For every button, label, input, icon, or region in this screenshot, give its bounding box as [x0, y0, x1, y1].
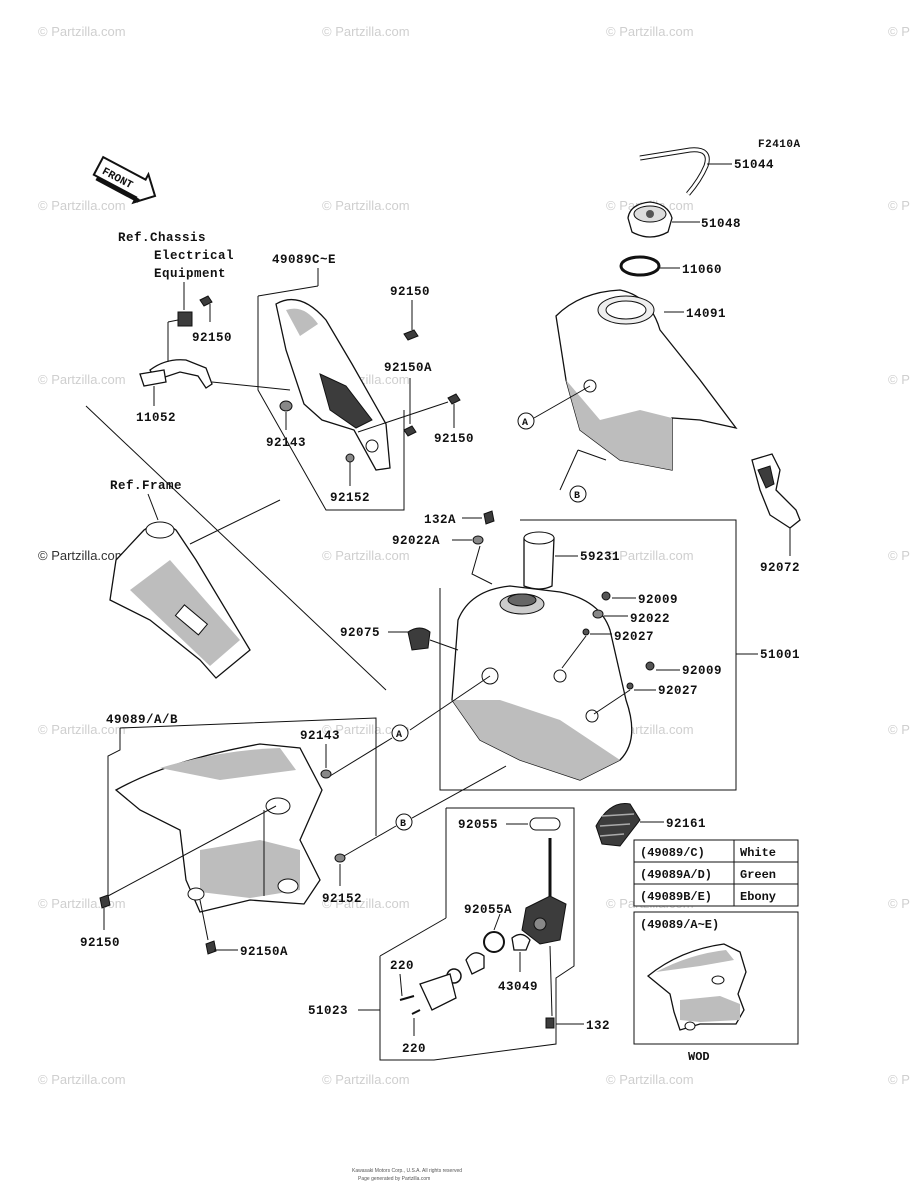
shroud-outer-group: 49089/A/B 92143 92152 92150 92150A	[80, 713, 397, 959]
svg-text:11052: 11052	[136, 411, 176, 425]
svg-text:92075: 92075	[340, 626, 380, 640]
color-name: Green	[740, 868, 776, 882]
watermark: © Partzilla.com	[322, 548, 410, 563]
svg-text:51001: 51001	[760, 648, 800, 662]
svg-text:92152: 92152	[330, 491, 370, 505]
fuel-cock-group: 92055 132 92055A 43049 220 220 51023	[308, 807, 610, 1061]
ref-chassis: Ref.Chassis Electrical Equipment 92150	[118, 231, 234, 345]
fuel-cap: 51048	[627, 201, 741, 238]
svg-text:Ref.Frame: Ref.Frame	[110, 479, 182, 493]
svg-text:132A: 132A	[424, 513, 456, 527]
callout-b-top: B	[559, 449, 607, 503]
svg-text:92150: 92150	[192, 331, 232, 345]
wod-box: (49089/A~E) WOD	[633, 911, 799, 1064]
svg-text:B: B	[400, 819, 407, 830]
svg-text:92152: 92152	[322, 892, 362, 906]
breather-hose: 51044	[639, 147, 774, 196]
part-label: 92072	[760, 561, 800, 575]
watermark: © Partzilla.com	[38, 372, 126, 387]
shroud-inner-group: 49089C~E 92150 92150A 92150 92143 92152	[257, 253, 474, 511]
tank-pad: 92161	[595, 802, 706, 847]
part-label: 14091	[686, 307, 726, 321]
svg-text:49089C~E: 49089C~E	[272, 253, 336, 267]
svg-text:92022A: 92022A	[392, 534, 440, 548]
callout-a-bottom: A	[391, 675, 491, 742]
svg-text:132: 132	[586, 1019, 610, 1033]
ref-frame: Ref.Frame	[85, 405, 387, 691]
watermark: © P	[888, 1072, 910, 1087]
color-table: (49089/C) White (49089A/D) Green (49089B…	[633, 839, 799, 907]
filler-neck: 59231	[523, 531, 620, 590]
svg-text:92150: 92150	[434, 432, 474, 446]
watermark: © Partzilla.com	[38, 548, 126, 563]
watermark: © Partzilla.com	[322, 24, 410, 39]
copyright-footer: Kawasaki Motors Corp., U.S.A. All rights…	[352, 1168, 462, 1174]
svg-text:92143: 92143	[266, 436, 306, 450]
color-name: Ebony	[740, 890, 776, 904]
cap-gasket: 11060	[619, 255, 722, 277]
figure-code: F2410A	[758, 139, 801, 151]
svg-text:59231: 59231	[580, 550, 620, 564]
svg-text:A: A	[522, 418, 529, 429]
svg-text:92150: 92150	[80, 936, 120, 950]
svg-text:Electrical: Electrical	[154, 249, 234, 263]
watermark: © P	[888, 24, 910, 39]
watermark: © Partzilla.com	[322, 198, 410, 213]
svg-text:92009: 92009	[682, 664, 722, 678]
color-code: (49089/C)	[640, 846, 705, 860]
copyright-footer: Page generated by Partzilla.com	[358, 1176, 430, 1182]
watermark: © Partzilla.com	[322, 1072, 410, 1087]
tank-bracket: 11052	[136, 319, 291, 425]
color-code: (49089A/D)	[640, 868, 712, 882]
watermark: © Partzilla.com	[606, 548, 694, 563]
svg-text:220: 220	[402, 1042, 426, 1056]
svg-text:92150: 92150	[390, 285, 430, 299]
tank-cover: 14091	[555, 289, 738, 471]
watermark: © Partzilla.com	[606, 24, 694, 39]
svg-text:92055: 92055	[458, 818, 498, 832]
watermark: © P	[888, 548, 910, 563]
svg-text:Equipment: Equipment	[154, 267, 226, 281]
svg-text:92009: 92009	[638, 593, 678, 607]
svg-text:92027: 92027	[658, 684, 698, 698]
watermark: © P	[888, 198, 910, 213]
svg-text:92150A: 92150A	[384, 361, 432, 375]
watermark: © P	[888, 722, 910, 737]
svg-text:49089/A/B: 49089/A/B	[106, 713, 178, 727]
rubber-strap: 92072	[751, 453, 801, 575]
svg-text:92161: 92161	[666, 817, 706, 831]
svg-text:220: 220	[390, 959, 414, 973]
svg-text:92055A: 92055A	[464, 903, 512, 917]
watermark: © P	[888, 896, 910, 911]
watermark: © Partzilla.com	[38, 896, 126, 911]
tank-fasteners: 132A 92022A 92009 92022 92027 92009 9202…	[340, 510, 722, 715]
svg-text:92143: 92143	[300, 729, 340, 743]
svg-text:92150A: 92150A	[240, 945, 288, 959]
svg-text:43049: 43049	[498, 980, 538, 994]
svg-text:B: B	[574, 491, 581, 502]
watermark: © Partzilla.com	[606, 1072, 694, 1087]
watermark: © Partzilla.com	[38, 198, 126, 213]
watermark: © Partzilla.com	[322, 896, 410, 911]
watermark: © Partzilla.com	[322, 722, 410, 737]
svg-text:92022: 92022	[630, 612, 670, 626]
part-label: 51048	[701, 217, 741, 231]
watermark: © Partzilla.com	[38, 1072, 126, 1087]
watermark: © Partzilla.com	[38, 722, 126, 737]
watermark: © Partzilla.com	[38, 24, 126, 39]
wod-caption: WOD	[688, 1050, 710, 1064]
svg-text:92027: 92027	[614, 630, 654, 644]
svg-text:A: A	[396, 730, 403, 741]
svg-text:(49089/A~E): (49089/A~E)	[640, 918, 719, 932]
callout-a-top: A	[517, 385, 591, 430]
watermark: © P	[888, 372, 910, 387]
color-name: White	[740, 846, 776, 860]
part-label: 11060	[682, 263, 722, 277]
color-code: (49089B/E)	[640, 890, 712, 904]
svg-text:51023: 51023	[308, 1004, 348, 1018]
callout-b-bottom: B	[395, 765, 507, 831]
part-label: 51044	[734, 158, 774, 172]
svg-text:Ref.Chassis: Ref.Chassis	[118, 231, 206, 245]
